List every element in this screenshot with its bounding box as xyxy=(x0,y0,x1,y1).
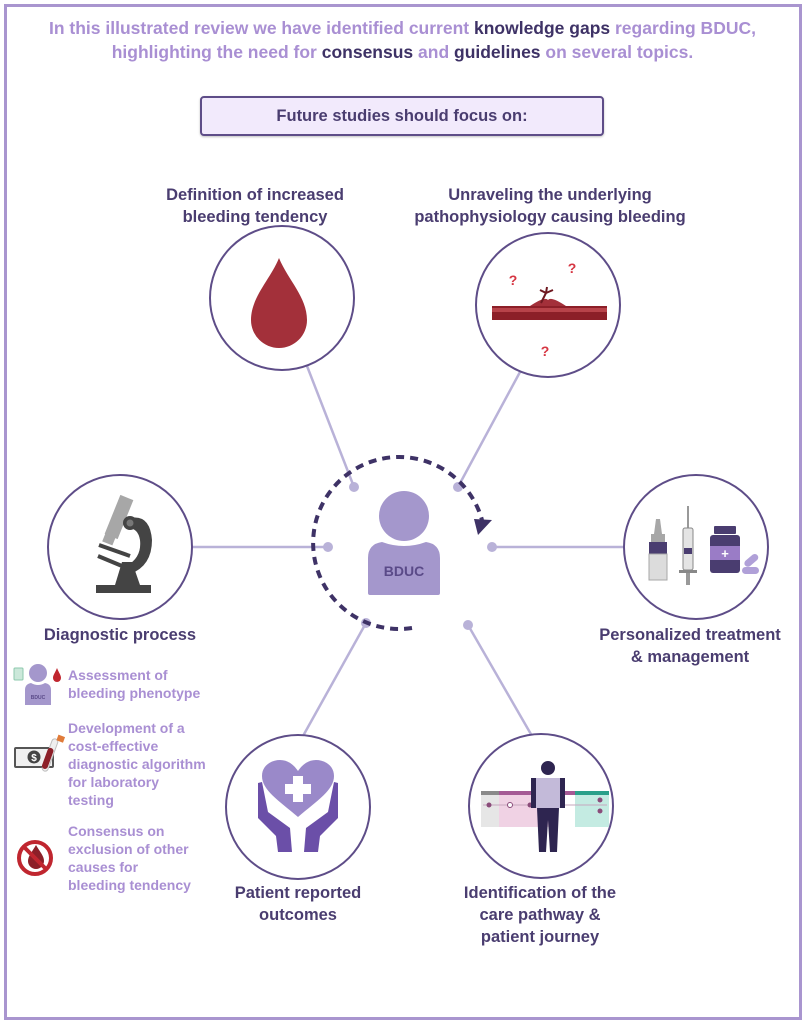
intro-emphasis-consensus: consensus xyxy=(321,42,414,62)
topic-circle-treatment xyxy=(623,474,769,620)
diagnostic-subitem-phenotype: Assessment of bleeding phenotype xyxy=(14,666,200,702)
hands-heart-icon xyxy=(258,760,338,852)
intro-emphasis-guidelines: guidelines xyxy=(454,42,541,62)
subitem-text: Assessment of bleeding phenotype xyxy=(68,666,200,702)
topic-label-diagnostic: Diagnostic process xyxy=(20,624,220,646)
pill-bottle-icon: + xyxy=(710,526,740,573)
topic-label-pathophysiology: Unraveling the underlying pathophysiolog… xyxy=(395,184,705,228)
label-line: Personalized treatment xyxy=(599,626,781,644)
label-line: bleeding tendency xyxy=(182,208,328,226)
center-person-icon xyxy=(368,491,440,595)
patient-journey-icon xyxy=(481,761,609,852)
label-line: care pathway & xyxy=(479,906,601,924)
topic-circle-diagnostic xyxy=(47,474,193,620)
subitem-line: exclusion of other xyxy=(68,841,189,857)
connector-dot xyxy=(349,482,359,492)
label-line: outcomes xyxy=(259,906,337,924)
connector-pathophysiology xyxy=(456,371,522,488)
cycle-arrowhead-icon xyxy=(474,519,492,535)
label-line: pathophysiology causing bleeding xyxy=(414,208,686,226)
intro-text: In this illustrated review we have ident… xyxy=(40,16,765,64)
label-line: Definition of increased xyxy=(166,186,344,204)
subitem-line: Development of a xyxy=(68,720,185,736)
subitem-line: for laboratory xyxy=(68,774,160,790)
connector-outcomes xyxy=(301,622,368,737)
label-line: Patient reported xyxy=(234,884,362,902)
vessel-bleeding-icon: ? ? ? xyxy=(492,260,607,359)
subitem-line: bleeding phenotype xyxy=(68,685,201,701)
label-line: patient journey xyxy=(480,928,600,946)
label-line: Unraveling the underlying xyxy=(448,186,652,204)
diagnostic-subitem-exclusion: Consensus on exclusion of other causes f… xyxy=(14,822,191,894)
blood-drop-icon xyxy=(251,258,307,348)
subitem-line: cost-effective xyxy=(68,738,159,754)
subitem-text: Development of a cost-effective diagnost… xyxy=(68,719,206,809)
question-mark-icon: ? xyxy=(568,260,577,276)
connector-dot xyxy=(323,542,333,552)
label-line: & management xyxy=(630,648,750,666)
pills-icon xyxy=(742,553,759,574)
subitem-line: Assessment of xyxy=(68,667,168,683)
syringe-icon xyxy=(679,506,697,585)
money-test-tube-icon: $ xyxy=(14,734,66,772)
focus-heading-box: Future studies should focus on: xyxy=(200,96,604,136)
intro-segment: regarding BDUC, highlighting the need fo… xyxy=(111,18,756,62)
subitem-line: Consensus on xyxy=(68,823,165,839)
intro-segment: and xyxy=(413,42,454,62)
subitem-line: causes for xyxy=(68,859,139,875)
subitem-text: Consensus on exclusion of other causes f… xyxy=(68,822,191,894)
svg-text:$: $ xyxy=(31,753,37,764)
center-label: BDUC xyxy=(384,563,424,579)
topic-label-outcomes: Patient reported outcomes xyxy=(200,882,396,926)
connectors xyxy=(192,365,624,737)
focus-heading: Future studies should focus on: xyxy=(276,106,528,125)
svg-text:+: + xyxy=(721,546,729,561)
connector-definition xyxy=(305,365,356,488)
subitem-line: testing xyxy=(68,792,114,808)
connector-dot xyxy=(463,620,473,630)
intro-segment: In this illustrated review we have ident… xyxy=(49,18,474,38)
infographic-frame xyxy=(4,4,802,1020)
no-bleeding-icon xyxy=(17,840,53,876)
diagnostic-subitem-algorithm: Development of a cost-effective diagnost… xyxy=(14,719,206,809)
subitem-line: diagnostic algorithm xyxy=(68,756,206,772)
label-line: Identification of the xyxy=(463,884,617,902)
medication-icon: + xyxy=(648,506,759,585)
nasal-spray-icon xyxy=(648,519,668,581)
microscope-icon xyxy=(96,494,152,593)
intro-emphasis-knowledge-gaps: knowledge gaps xyxy=(473,18,611,38)
connector-dot xyxy=(487,542,497,552)
question-mark-icon: ? xyxy=(541,343,550,359)
topic-label-definition: Definition of increased bleeding tendenc… xyxy=(130,184,380,228)
subitem-line: bleeding tendency xyxy=(68,877,191,893)
connector-care-pathway xyxy=(466,624,534,737)
question-mark-icon: ? xyxy=(509,272,518,288)
topic-label-treatment: Personalized treatment & management xyxy=(580,624,800,668)
phenotype-icon-label: BDUC xyxy=(31,695,46,701)
intro-segment: on several topics. xyxy=(540,42,694,62)
cycle-arrow xyxy=(311,454,492,631)
patient-phenotype-icon: BDUC xyxy=(13,664,61,705)
topic-label-care-pathway: Identification of the care pathway & pat… xyxy=(440,882,640,948)
label-line: Diagnostic process xyxy=(43,626,197,644)
